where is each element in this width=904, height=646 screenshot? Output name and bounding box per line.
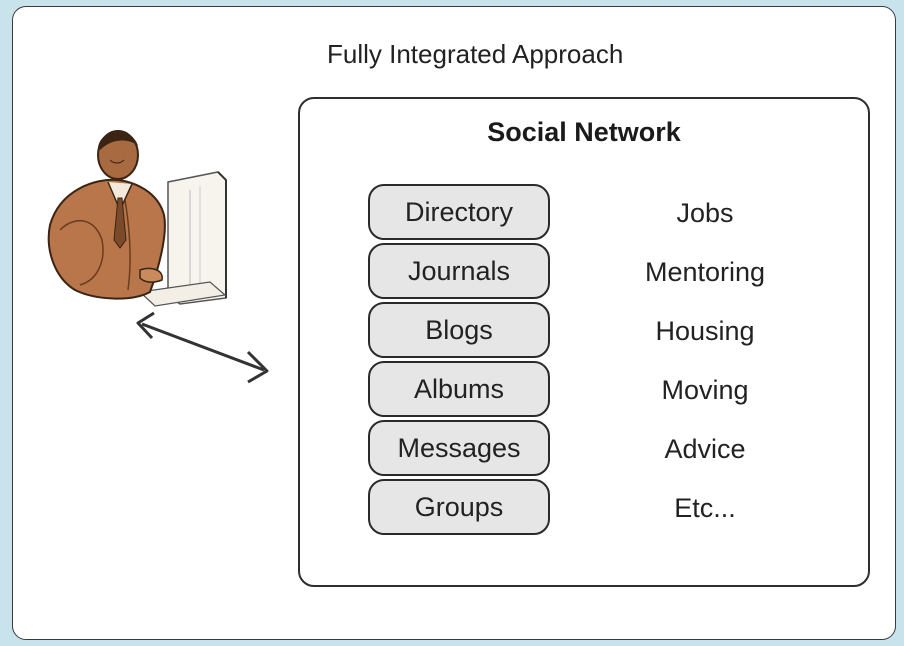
person-at-computer-icon: [47, 130, 227, 307]
service-item: Etc...: [674, 493, 736, 523]
diagram-title: Fully Integrated Approach: [327, 39, 624, 69]
service-item: Moving: [661, 375, 749, 405]
social-network-box: Social Network Directory Journals Blogs …: [298, 97, 870, 587]
social-network-title: Social Network: [487, 117, 681, 147]
feature-stack: Directory Journals Blogs Albums Messages…: [368, 184, 550, 538]
feature-pill: Messages: [368, 420, 550, 476]
service-item: Jobs: [676, 198, 734, 228]
double-arrow-icon: [136, 311, 269, 384]
feature-pill: Groups: [368, 479, 550, 535]
service-item: Advice: [664, 434, 746, 464]
service-item: Housing: [655, 316, 755, 346]
feature-pill: Blogs: [368, 302, 550, 358]
feature-pill: Albums: [368, 361, 550, 417]
services-list: Jobs Mentoring Housing Moving Advice Etc…: [610, 184, 800, 538]
service-item: Mentoring: [644, 257, 766, 287]
feature-pill: Directory: [368, 184, 550, 240]
feature-pill: Journals: [368, 243, 550, 299]
